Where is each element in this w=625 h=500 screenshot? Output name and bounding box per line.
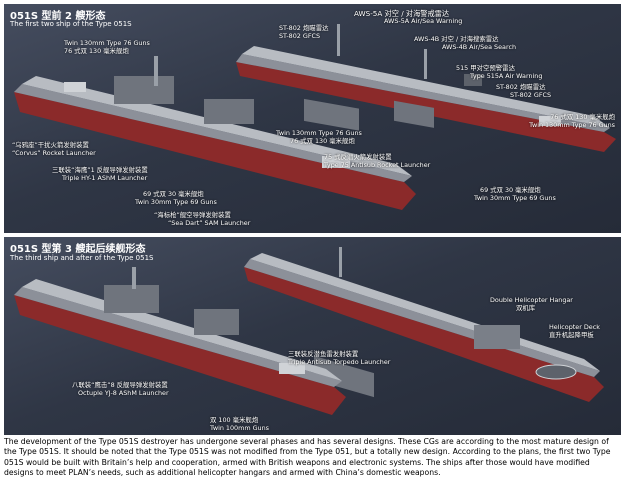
upper-ship-mast-2 [424,49,427,79]
label-yj8: 八联装“鹰击”8 反舰导弹发射装置 Octuple YJ-8 AShM Laun… [72,382,169,397]
lower-ship-superstructure-aft [204,99,254,124]
label-twin130-mid-cn: 76 式双 130 毫米舰炮 [276,138,362,146]
label-helideck-cn: 直升机起降甲板 [549,332,600,340]
label-st802-top: ST-802 炮瞄雷达 ST-802 GFCS [279,25,328,40]
hangar-ship-mast [339,247,342,277]
label-aws5a-en: AWS-5A Air/Sea Warning [354,18,462,26]
lower-ship-superstructure-fwd [114,76,174,104]
label-515a: 515 甲对空预警雷达 Type 515A Air Warning [456,65,542,80]
label-yj8-en: Octuple YJ-8 AShM Launcher [72,390,169,398]
caption-text: The development of the Type 051S destroy… [4,437,621,479]
label-seadart-en: “Sea Dart” SAM Launcher [154,220,250,228]
label-aws4b-en: AWS-4B Air/Sea Search [414,44,516,52]
yj8-ship-superstructure-fwd [104,285,159,313]
label-torpedo: 三联装反潜鱼雷发射装置 Triple Antisub Torpedo Launc… [288,351,390,366]
label-aws4b: AWS-4B 对空 / 对海搜索雷达 AWS-4B Air/Sea Search [414,36,516,51]
lower-ship-mast [154,56,158,86]
hangar-ship-hangar [474,325,520,349]
label-st802-right-en: ST-802 GFCS [496,92,551,100]
label-twin130-mid: Twin 130mm Type 76 Guns 76 式双 130 毫米舰炮 [276,130,362,145]
label-twin130-left: Twin 130mm Type 76 Guns 76 式双 130 毫米舰炮 [64,40,150,55]
lower-ship-gun-fwd [64,82,86,92]
label-515a-en: Type 515A Air Warning [456,73,542,81]
hangar-ship-helideck [536,365,576,379]
label-twin100: 双 100 毫米舰炮 Twin 100mm Guns [210,417,269,432]
label-st802-right: ST-802 炮瞄雷达 ST-802 GFCS [496,84,551,99]
label-twin130-right-en: Twin 130mm Type 76 Guns [529,122,615,130]
bottom-ships-illustration [4,237,621,435]
label-hangar-cn: 双机库 [490,305,573,313]
label-twin30-right-en: Twin 30mm Type 69 Guns [474,195,556,203]
label-seadart: “海标枪”舰空导弹发射装置 “Sea Dart” SAM Launcher [154,212,250,227]
label-hy1: 三联装“海鹰”1 反舰导弹发射装置 Triple HY-1 AShM Launc… [52,167,148,182]
label-hangar: Double Helicopter Hangar 双机库 [490,297,573,312]
bottom-panel: 051S 型第 3 艘起后续舰形态 The third ship and aft… [4,237,621,435]
label-type75: 75 式反潜火箭发射装置 Type 75 Antisub Rocket Laun… [324,154,430,169]
label-twin30-left-en: Twin 30mm Type 69 Guns [135,199,217,207]
label-corvus-en: “Corvus” Rocket Launcher [12,150,96,158]
top-panel: 051S 型前 2 艘形态 The first two ship of the … [4,4,621,233]
label-type75-en: Type 75 Antisub Rocket Launcher [324,162,430,170]
upper-ship-mast-1 [337,24,340,56]
label-twin130-right: 76 式双 130 毫米舰炮 Twin 130mm Type 76 Guns [529,114,615,129]
label-twin130-left-cn: 76 式双 130 毫米舰炮 [64,48,150,56]
label-helideck: Helicopter Deck 直升机起降甲板 [549,324,600,339]
label-st802-top-en: ST-802 GFCS [279,33,328,41]
yj8-ship-superstructure-aft [194,309,239,335]
label-twin30-left: 69 式双 30 毫米舰炮 Twin 30mm Type 69 Guns [135,191,217,206]
label-twin30-right: 69 式双 30 毫米舰炮 Twin 30mm Type 69 Guns [474,187,556,202]
label-corvus: “乌鸦座”干扰火箭发射装置 “Corvus” Rocket Launcher [12,142,96,157]
upper-ship-superstructure-fwd [304,99,359,131]
yj8-ship-mast [132,267,136,289]
label-aws5a: AWS-5A 对空 / 对海警戒雷达 AWS-5A Air/Sea Warnin… [354,10,462,25]
label-hy1-en: Triple HY-1 AShM Launcher [52,175,148,183]
label-torpedo-en: Triple Antisub Torpedo Launcher [288,359,390,367]
label-twin100-en: Twin 100mm Guns [210,425,269,433]
